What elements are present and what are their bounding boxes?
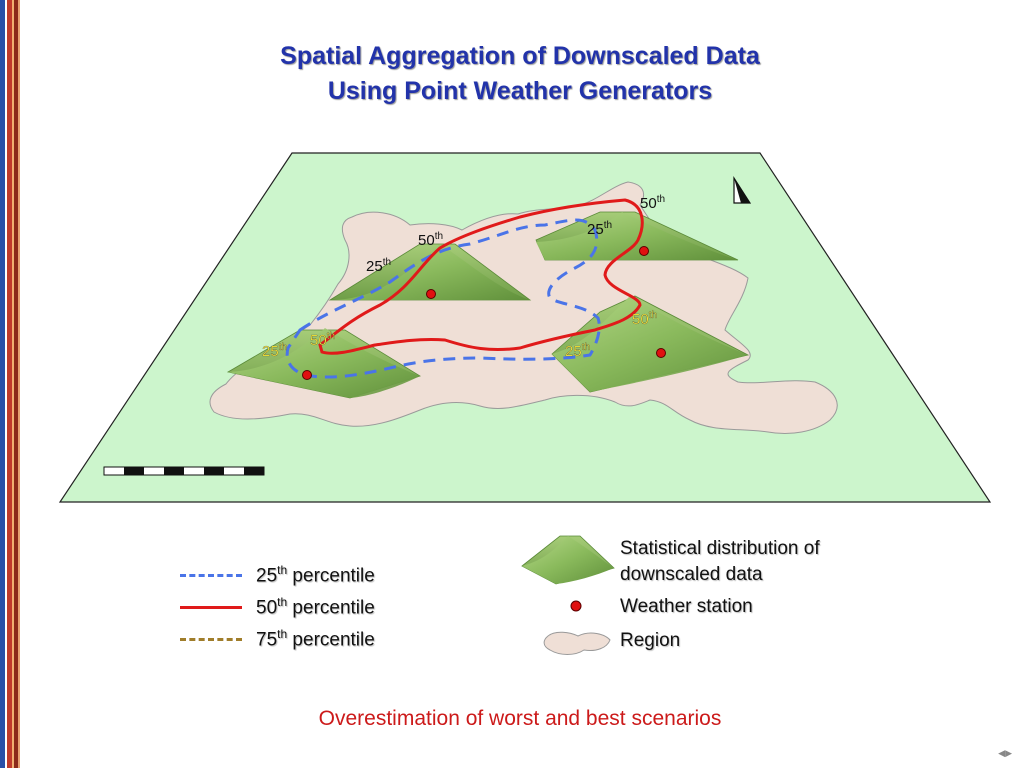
legend-station-label: Weather station xyxy=(620,596,753,617)
weather-station-1 xyxy=(426,289,436,299)
footer-caption: Overestimation of worst and best scenari… xyxy=(318,707,722,730)
weather-station-4 xyxy=(656,348,666,358)
legend-station-icon xyxy=(570,600,582,612)
weather-station-2 xyxy=(639,246,649,256)
legend-distribution-label-line2: downscaled data xyxy=(620,564,763,585)
legend-distribution-icon xyxy=(521,535,615,585)
page-title-line1: Spatial Aggregation of Downscaled Data xyxy=(280,42,760,70)
distribution-hill-4 xyxy=(551,295,750,393)
scale-bar-icon xyxy=(103,466,265,476)
side-stripe xyxy=(0,0,20,768)
map-label-50-b: 50th xyxy=(640,194,665,212)
weather-station-3 xyxy=(302,370,312,380)
legend-region-label: Region xyxy=(620,630,681,651)
map-label-25-b: 25th xyxy=(587,220,612,238)
nav-controls[interactable]: ◀▶ xyxy=(998,748,1012,758)
legend-25-swatch xyxy=(180,574,242,577)
map-label-50-a: 50th xyxy=(418,231,443,249)
legend-50-label: 50th percentile xyxy=(256,595,375,619)
distribution-hill-1 xyxy=(328,243,532,301)
percentile-25-line xyxy=(285,218,601,379)
north-arrow-icon xyxy=(733,175,752,204)
legend-50-swatch xyxy=(180,606,242,609)
map-label-25-a: 25th xyxy=(366,257,391,275)
map-label-25-d: 25th xyxy=(565,342,590,360)
legend-75-label: 75th percentile xyxy=(256,627,375,651)
map-label-50-d: 50th xyxy=(632,310,657,328)
legend-distribution-label-line1: Statistical distribution of xyxy=(620,538,820,559)
map-label-25-c: 25th xyxy=(262,342,287,360)
page-title-line2: Using Point Weather Generators xyxy=(327,77,713,105)
legend-75-swatch xyxy=(180,638,242,641)
legend-region-icon xyxy=(543,631,611,655)
percentile-50-line xyxy=(318,198,644,355)
map-label-50-c: 50th xyxy=(310,331,335,349)
distribution-hill-2 xyxy=(535,211,739,261)
legend-25-label: 25th percentile xyxy=(256,563,375,587)
